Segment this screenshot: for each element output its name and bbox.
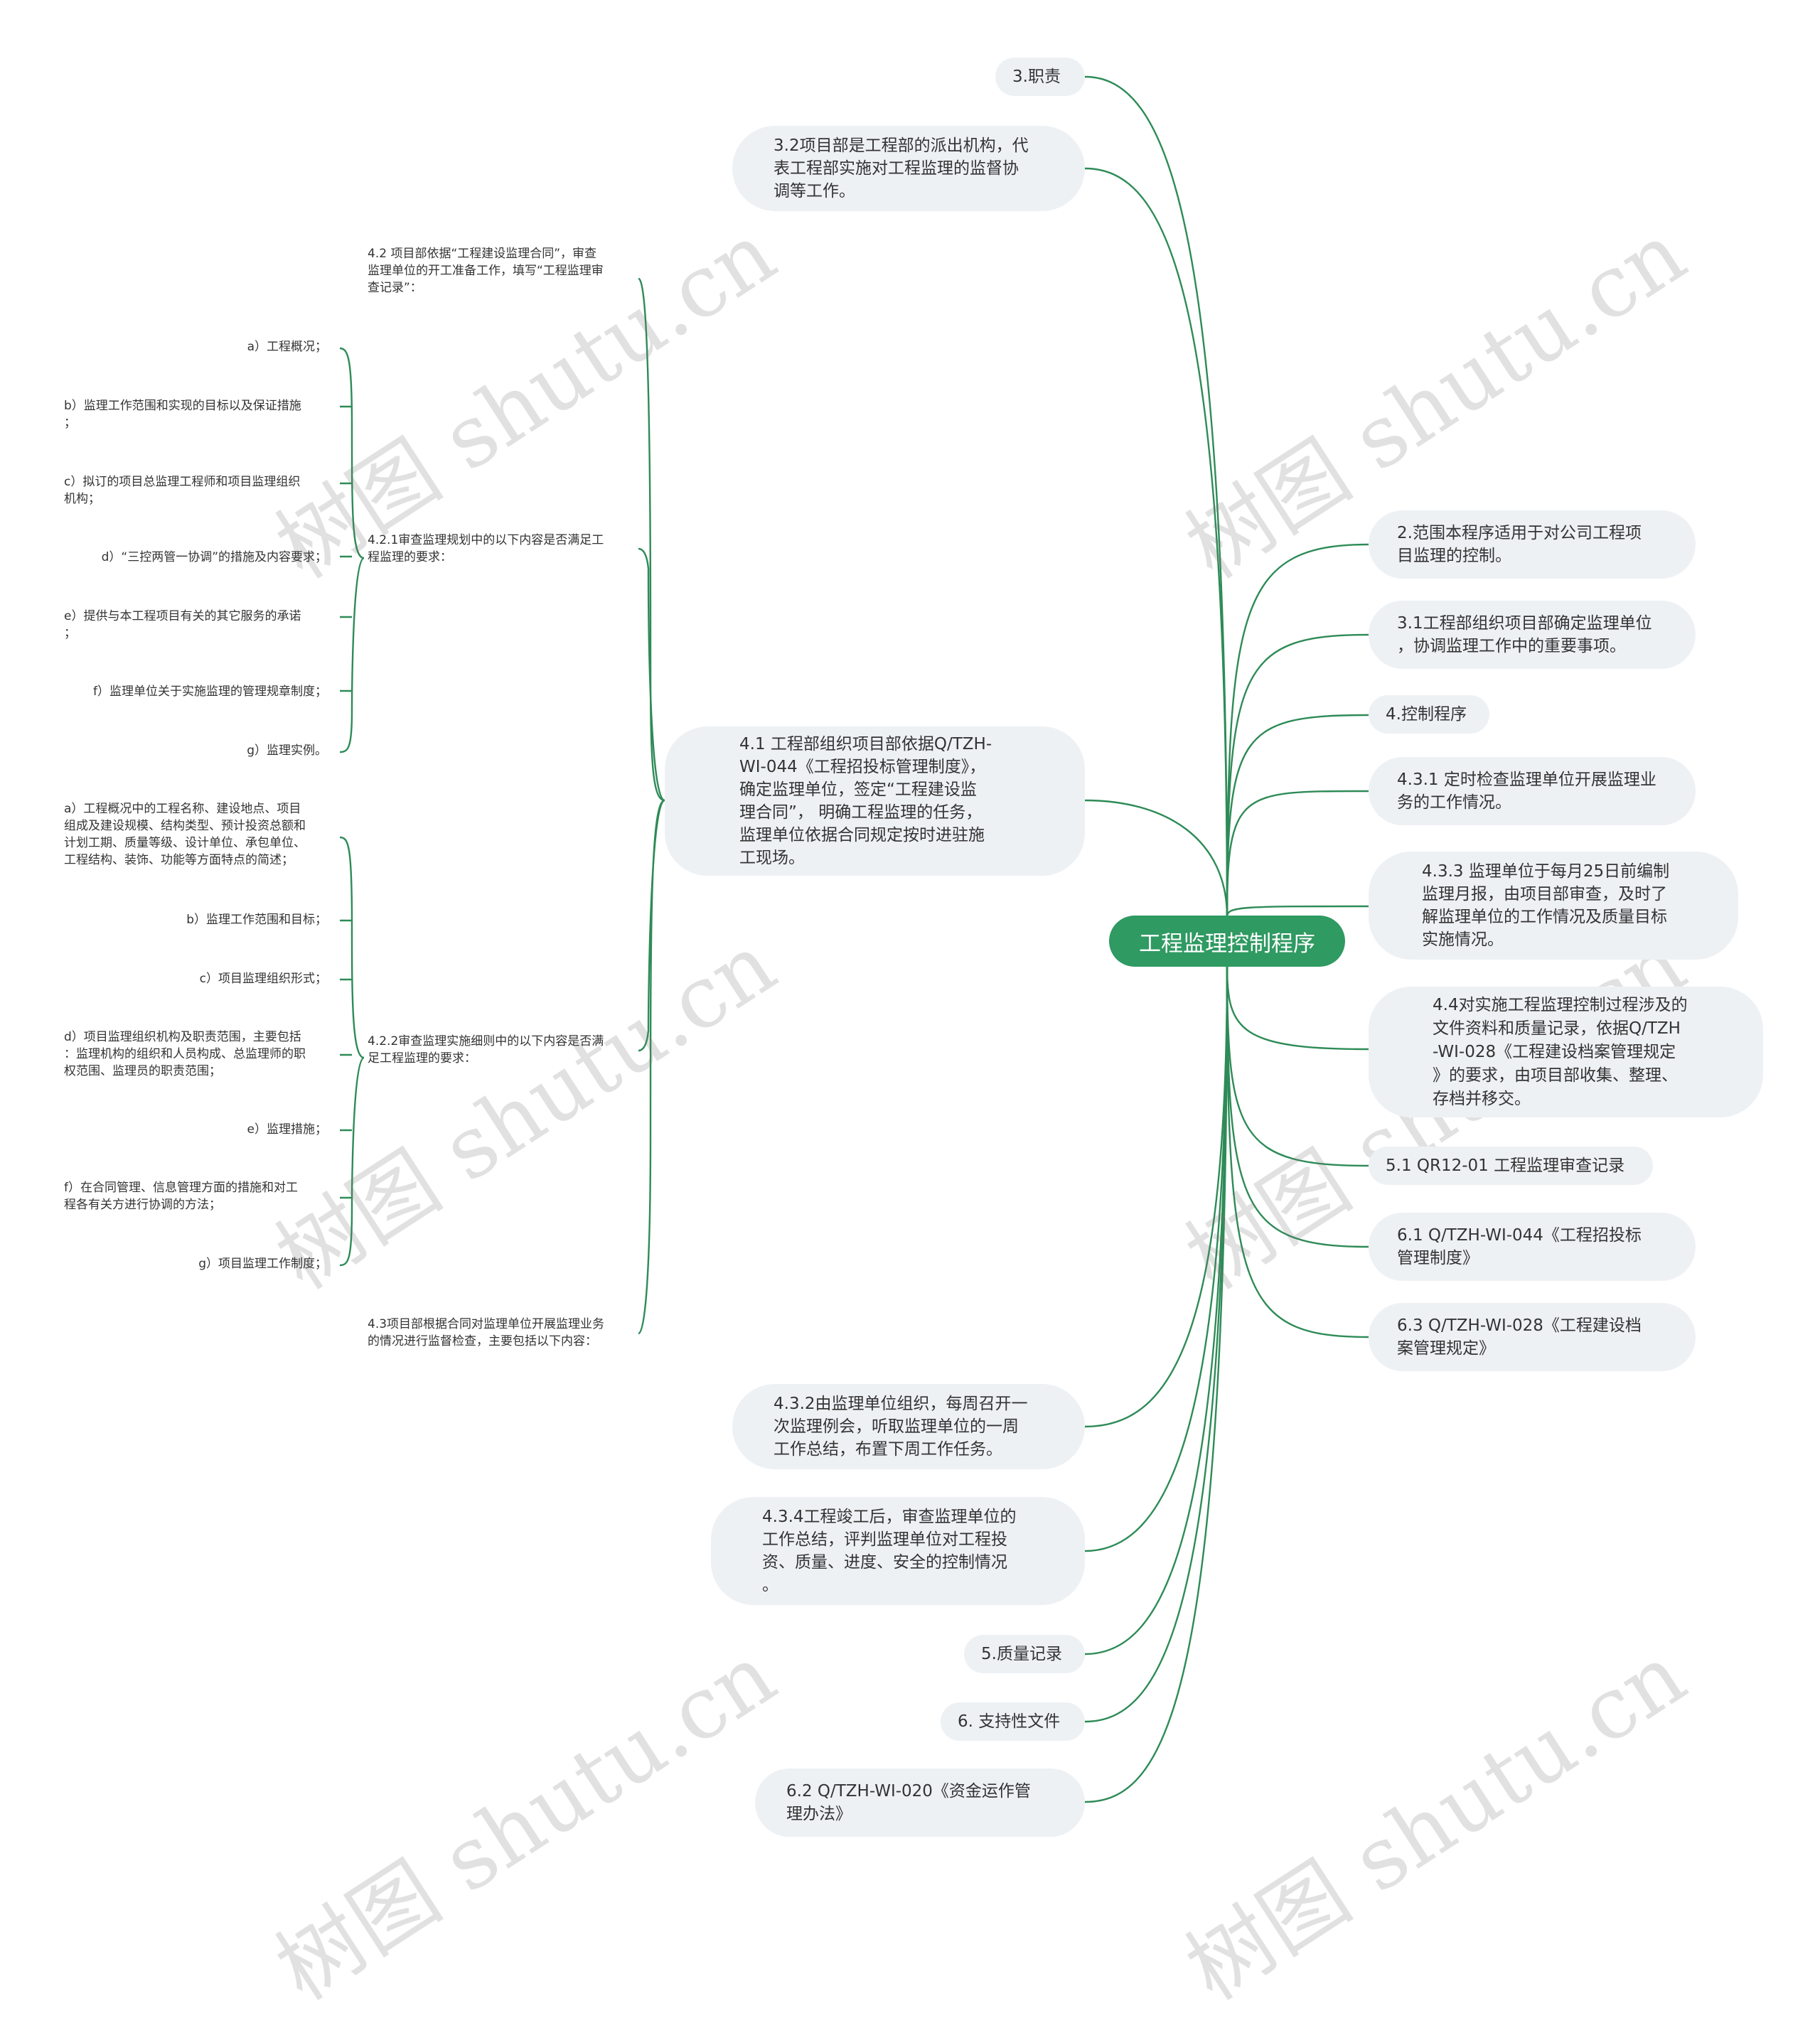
- node-5[interactable]: 5.质量记录: [964, 1635, 1085, 1673]
- node-2[interactable]: 2.范围本程序适用于对公司工程项 目监理的控制。: [1369, 510, 1696, 579]
- item-4-2-1-f[interactable]: f）监理单位关于实施监理的管理规章制度；: [93, 685, 327, 699]
- item-4-2-2-g[interactable]: g）项目监理工作制度；: [198, 1257, 327, 1271]
- node-6-1[interactable]: 6.1 Q/TZH-WI-044《工程招投标 管理制度》: [1369, 1213, 1696, 1281]
- node-6[interactable]: 6. 支持性文件: [941, 1702, 1085, 1741]
- node-4-4[interactable]: 4.4对实施工程监理控制过程涉及的 文件资料和质量记录，依据Q/TZH -WI-…: [1369, 987, 1763, 1117]
- item-4-2-2-e[interactable]: e）监理措施；: [247, 1122, 327, 1137]
- item-4-2-2-c[interactable]: c）项目监理组织形式；: [199, 972, 327, 986]
- item-4-2-1-e[interactable]: e）提供与本工程项目有关的其它服务的承诺 ；: [64, 609, 301, 640]
- item-4-2-1-g[interactable]: g）监理实例。: [247, 744, 327, 758]
- item-4-2-1-a[interactable]: a）工程概况；: [247, 340, 327, 354]
- connector-lines: [339, 75, 1369, 1803]
- root-node[interactable]: 工程监理控制程序: [1109, 916, 1345, 967]
- sub-4-2-1[interactable]: 4.2.1审查监理规划中的以下内容是否满足工 程监理的要求：: [368, 533, 604, 564]
- sub-4-2-2[interactable]: 4.2.2审查监理实施细则中的以下内容是否满 足工程监理的要求：: [368, 1034, 604, 1066]
- node-4-3-4[interactable]: 4.3.4工程竣工后，审查监理单位的 工作总结，评判监理单位对工程投 资、质量、…: [711, 1497, 1085, 1605]
- node-3-2[interactable]: 3.2项目部是工程部的派出机构，代 表工程部实施对工程监理的监督协 调等工作。: [732, 126, 1085, 211]
- sub-4-3[interactable]: 4.3项目部根据合同对监理单位开展监理业务 的情况进行监督检查，主要包括以下内容…: [368, 1317, 605, 1348]
- node-4-3-2[interactable]: 4.3.2由监理单位组织，每周召开一 次监理例会，听取监理单位的一周 工作总结，…: [732, 1384, 1085, 1469]
- node-4-3-1[interactable]: 4.3.1 定时检查监理单位开展监理业 务的工作情况。: [1369, 757, 1696, 825]
- node-5-1[interactable]: 5.1 QR12-01 工程监理审查记录: [1369, 1147, 1653, 1185]
- item-4-2-2-f[interactable]: f）在合同管理、信息管理方面的措施和对工 程各有关方进行协调的方法；: [64, 1181, 298, 1212]
- item-4-2-1-d[interactable]: d）“三控两管一协调”的措施及内容要求；: [101, 550, 327, 564]
- node-6-3[interactable]: 6.3 Q/TZH-WI-028《工程建设档 案管理规定》: [1369, 1303, 1696, 1371]
- node-4-1[interactable]: 4.1 工程部组织项目部依据Q/TZH- WI-044《工程招投标管理制度》， …: [665, 726, 1085, 876]
- item-4-2-1-b[interactable]: b）监理工作范围和实现的目标以及保证措施 ；: [64, 399, 301, 430]
- node-3[interactable]: 3.职责: [995, 58, 1085, 96]
- item-4-2-1-c[interactable]: c）拟订的项目总监理工程师和项目监理组织 机构；: [64, 475, 301, 506]
- node-6-2[interactable]: 6.2 Q/TZH-WI-020《资金运作管 理办法》: [755, 1769, 1085, 1837]
- item-4-2-2-b[interactable]: b）监理工作范围和目标；: [186, 913, 327, 927]
- item-4-2-2-d[interactable]: d）项目监理组织机构及职责范围，主要包括 ：监理机构的组织和人员构成、总监理师的…: [64, 1030, 306, 1078]
- node-3-1[interactable]: 3.1工程部组织项目部确定监理单位 ，协调监理工作中的重要事项。: [1369, 601, 1696, 669]
- node-4-3-3[interactable]: 4.3.3 监理单位于每月25日前编制 监理月报，由项目部审查，及时了 解监理单…: [1369, 852, 1738, 960]
- sub-4-2[interactable]: 4.2 项目部依据“工程建设监理合同”，审查 监理单位的开工准备工作，填写“工程…: [368, 247, 604, 295]
- node-4[interactable]: 4.控制程序: [1369, 695, 1489, 734]
- item-4-2-2-a[interactable]: a）工程概况中的工程名称、建设地点、项目 组成及建设规模、结构类型、预计投资总额…: [64, 802, 306, 867]
